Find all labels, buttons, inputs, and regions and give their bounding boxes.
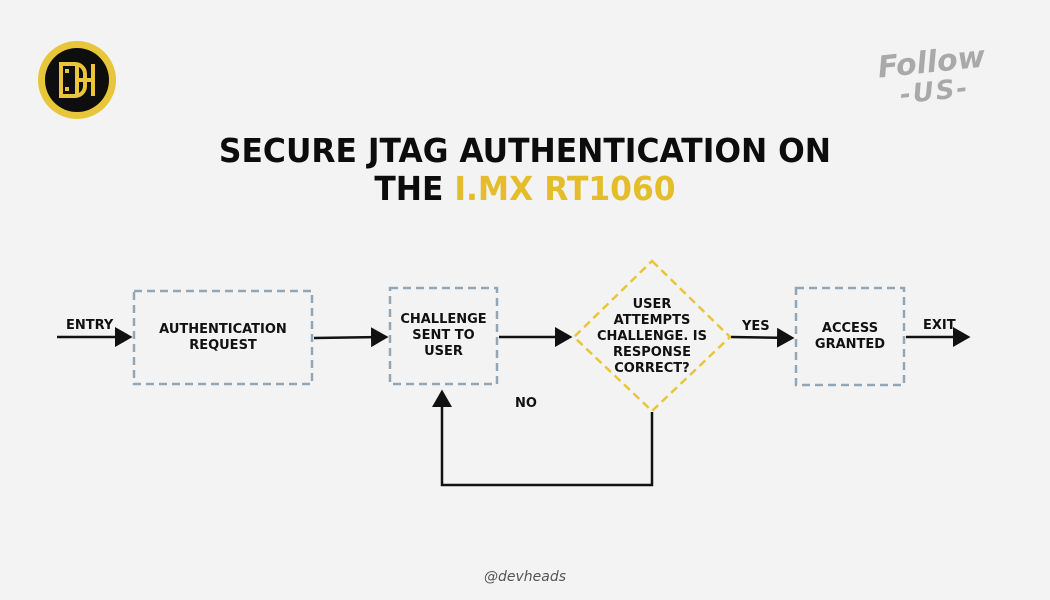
yes-label: YES <box>742 319 770 334</box>
entry-label: ENTRY <box>66 318 114 333</box>
title-line-1: SECURE JTAG AUTHENTICATION ON <box>218 131 832 170</box>
logo-mark <box>45 48 109 112</box>
no-loop-arrow <box>432 389 654 487</box>
decision-label: USER ATTEMPTS CHALLENGE. IS RESPONSE COR… <box>596 297 708 376</box>
access-granted-box <box>794 286 906 387</box>
page-title: SECURE JTAG AUTHENTICATION ON THE I.MX R… <box>26 132 1024 208</box>
title-highlight: I.MX RT1060 <box>454 169 676 208</box>
title-line-2: THE I.MX RT1060 <box>26 170 1024 208</box>
access-granted-label: ACCESS GRANTED <box>814 321 886 352</box>
yes-arrow <box>730 327 795 348</box>
auth-request-box <box>132 289 314 386</box>
decision-diamond <box>572 259 732 413</box>
devheads-logo-icon <box>59 62 95 98</box>
no-label: NO <box>515 396 537 411</box>
auth-request-label: AUTHENTICATION REQUEST <box>159 322 287 353</box>
brand-logo <box>38 41 116 119</box>
challenge-sent-box <box>388 286 499 386</box>
exit-label: EXIT <box>923 318 956 333</box>
title-line-2-prefix: THE <box>374 169 455 208</box>
challenge-sent-label: CHALLENGE SENT TO USER <box>400 312 487 359</box>
arrow-auth-to-challenge <box>313 327 389 348</box>
social-handle[interactable]: @devheads <box>483 569 567 585</box>
